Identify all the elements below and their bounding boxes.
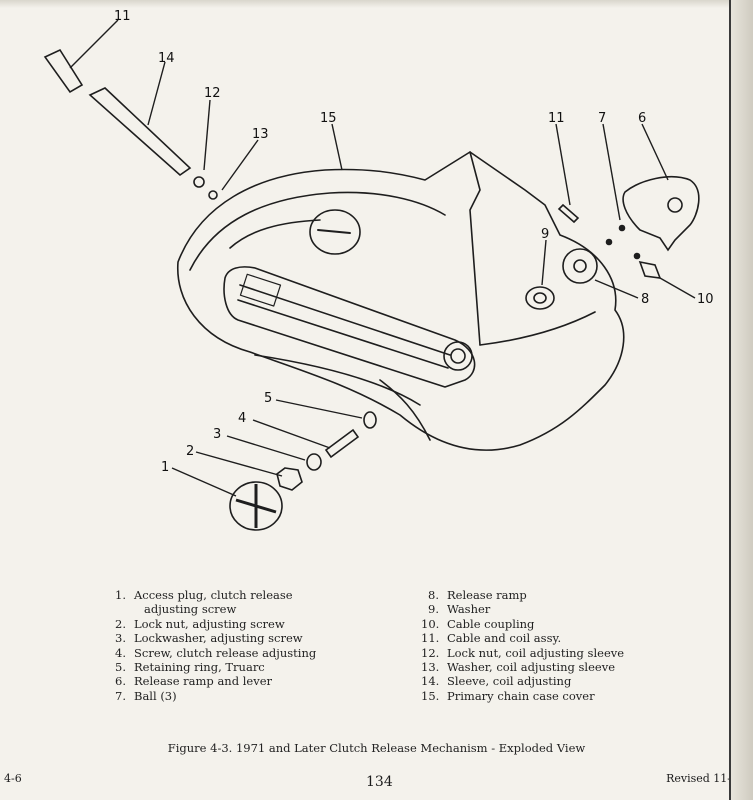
- legend-text: Lockwasher, adjusting screw: [134, 631, 303, 646]
- legend-text: Cable coupling: [447, 616, 535, 631]
- legend-text: Lock nut, coil adjusting sleeve: [447, 645, 625, 660]
- legend-text-continuation: adjusting screw: [144, 602, 237, 617]
- revision-date: Revised 11-73: [666, 772, 745, 785]
- legend-text: Retaining ring, Truarc: [134, 660, 265, 675]
- legend-number: 4.: [115, 645, 126, 660]
- legend-number: 8.: [428, 588, 439, 602]
- legend-text: Release ramp and lever: [134, 674, 273, 689]
- section-page-number: 4-6: [4, 772, 22, 785]
- lockwasher: [306, 453, 322, 471]
- legend-number: 15.: [421, 688, 440, 703]
- legend-number: 13.: [421, 660, 440, 675]
- callout-6: 6: [638, 111, 646, 126]
- legend-text: Cable and coil assy.: [447, 631, 562, 646]
- callout-11: 11: [548, 111, 565, 126]
- exploded-view-diagram: 11 14 12 13 15 11 7 6 9 8 10 5 4 3 2 1: [43, 9, 714, 531]
- cable-end: [557, 203, 580, 224]
- callout-8: 8: [641, 292, 649, 307]
- legend-item: 3. Lockwasher, adjusting screw: [108, 631, 408, 645]
- legend-item: 11. Cable and coil assy.: [421, 631, 721, 645]
- legend-item: 9. Washer: [421, 602, 721, 616]
- legend-text: Lock nut, adjusting screw: [134, 616, 285, 631]
- legend-text: Ball (3): [134, 688, 177, 703]
- legend-text-line: Access plug, clutch release: [134, 588, 293, 602]
- adjusting-screw: [324, 428, 360, 459]
- callout-5: 5: [264, 391, 272, 406]
- callout-7: 7: [598, 111, 606, 126]
- legend-item: 14. Sleeve, coil adjusting: [421, 674, 721, 688]
- callout-4: 4: [238, 411, 246, 426]
- legend-item: 4. Screw, clutch release adjusting: [108, 646, 408, 660]
- page-edge: [731, 0, 753, 800]
- legend-text: Sleeve, coil adjusting: [447, 674, 572, 689]
- legend-text: Washer: [447, 602, 491, 617]
- handwritten-page-number: 134: [366, 774, 393, 790]
- access-plug: [229, 481, 283, 531]
- primary-chain-case-cover: [177, 151, 625, 451]
- legend-item: 6. Release ramp and lever: [108, 674, 408, 688]
- legend-number: 2.: [115, 616, 126, 631]
- legend-number: 5.: [115, 660, 126, 675]
- legend-number: 1.: [115, 588, 126, 602]
- callout-9: 9: [541, 227, 549, 242]
- legend-text: Screw, clutch release adjusting: [134, 645, 317, 660]
- legend-number: 10.: [421, 616, 440, 631]
- callout-14: 14: [158, 51, 175, 66]
- logo-window: [223, 266, 476, 388]
- callout-12: 12: [204, 86, 221, 101]
- legend-number: 7.: [115, 688, 126, 703]
- legend-item: 12. Lock nut, coil adjusting sleeve: [421, 646, 721, 660]
- legend-number: 14.: [421, 674, 440, 689]
- release-ramp-and-lever: [622, 176, 700, 252]
- legend-item: 2. Lock nut, adjusting screw: [108, 617, 408, 631]
- legend-item: 13. Washer, coil adjusting sleeve: [421, 660, 721, 674]
- legend-number: 11.: [421, 631, 440, 646]
- legend-right-column: 8. Release ramp 9. Washer 10. Cable coup…: [421, 588, 721, 703]
- callout-13: 13: [252, 127, 269, 142]
- legend-text: Washer, coil adjusting sleeve: [447, 660, 616, 675]
- legend-text: Primary chain case cover: [447, 688, 595, 703]
- legend-item: 8. Release ramp: [421, 588, 721, 602]
- callout-15: 15: [320, 111, 337, 126]
- cable-coupling: [638, 260, 662, 279]
- scan-shadow: [0, 0, 753, 8]
- legend-item: 5. Retaining ring, Truarc: [108, 660, 408, 674]
- legend-text: Release ramp: [447, 588, 527, 602]
- lock-nut: [276, 467, 303, 491]
- legend-item: 7. Ball (3): [108, 689, 408, 703]
- release-ramp: [562, 248, 598, 284]
- callout-2: 2: [186, 444, 194, 459]
- callout-1: 1: [161, 460, 169, 475]
- page-edge-line: [729, 0, 731, 800]
- legend-item: 10. Cable coupling: [421, 617, 721, 631]
- washer: [525, 286, 555, 310]
- callout-10: 10: [697, 292, 714, 307]
- retaining-ring: [363, 411, 377, 429]
- inspection-cover: [309, 209, 361, 255]
- figure-caption: Figure 4-3. 1971 and Later Clutch Releas…: [167, 741, 586, 755]
- coil-adjusting-sleeve: [88, 87, 192, 177]
- callout-3: 3: [213, 427, 221, 442]
- legend-number: 12.: [421, 645, 440, 660]
- legend-number: 6.: [115, 674, 126, 689]
- legend-number: 9.: [428, 602, 439, 617]
- callout-11: 11: [114, 9, 131, 24]
- legend-item: 15. Primary chain case cover: [421, 689, 721, 703]
- legend-number: 3.: [115, 631, 126, 646]
